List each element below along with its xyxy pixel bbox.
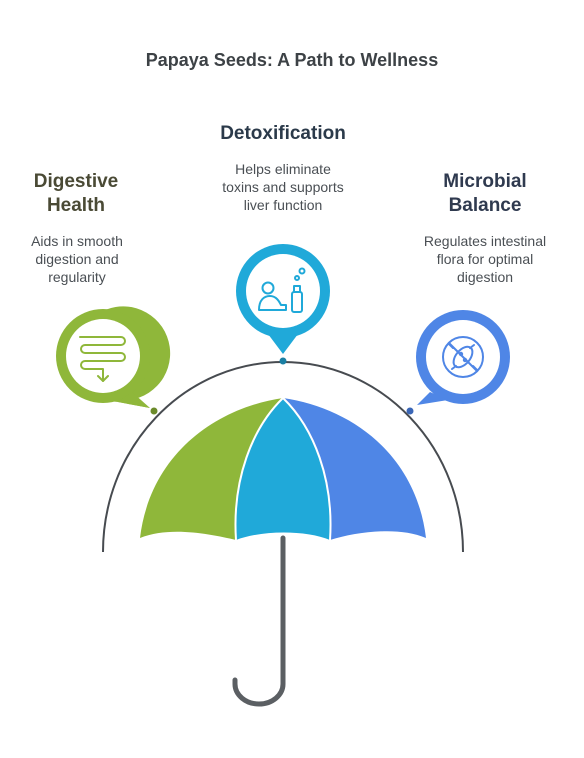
no-bacteria-icon [442, 336, 484, 378]
canopy-seam-right [282, 397, 332, 541]
detox-desc-line2: toxins and supports [222, 179, 344, 195]
microbial-anchor-dot [406, 407, 414, 415]
detox-desc-line3: liver function [243, 197, 323, 213]
detox-anchor-dot [279, 357, 287, 365]
person-bottle-icon [258, 267, 306, 313]
digestive-heading-line2: Health [46, 195, 106, 216]
digestive-desc-line2: digestion and [35, 251, 119, 267]
canopy-panel-teal [235, 398, 331, 540]
digestive-heading: Digestive Health [20, 170, 132, 218]
detox-description: Helps eliminate toxins and supports live… [193, 160, 373, 214]
digestive-anchor-dot [150, 407, 158, 415]
microbial-heading: Microbial Balance [423, 170, 547, 218]
microbial-description: Regulates intestinal flora for optimal d… [410, 232, 560, 286]
canopy-panel-green [140, 398, 283, 540]
detox-heading-line1: Detoxification [220, 123, 346, 144]
detox-desc-line1: Helps eliminate [235, 161, 331, 177]
digestive-description: Aids in smooth digestion and regularity [17, 232, 137, 286]
canopy-seam-left [234, 397, 284, 541]
digestive-desc-line3: regularity [48, 269, 106, 285]
canopy-panel-blue [283, 398, 426, 540]
microbial-desc-line3: digestion [456, 269, 514, 285]
page-title: Papaya Seeds: A Path to Wellness [145, 50, 439, 70]
detox-heading: Detoxification [193, 122, 373, 146]
detox-bubble [236, 244, 330, 354]
microbial-heading-line2: Balance [448, 195, 522, 216]
microbial-desc-line1: Regulates intestinal [423, 233, 547, 249]
intestine-icon [79, 336, 126, 382]
microbial-desc-line2: flora for optimal [436, 251, 534, 267]
umbrella-handle [232, 535, 286, 707]
microbial-heading-line1: Microbial [443, 171, 527, 192]
digestive-heading-line1: Digestive [33, 171, 119, 192]
digestive-desc-line1: Aids in smooth [31, 233, 123, 249]
digestive-bubble [56, 306, 171, 408]
